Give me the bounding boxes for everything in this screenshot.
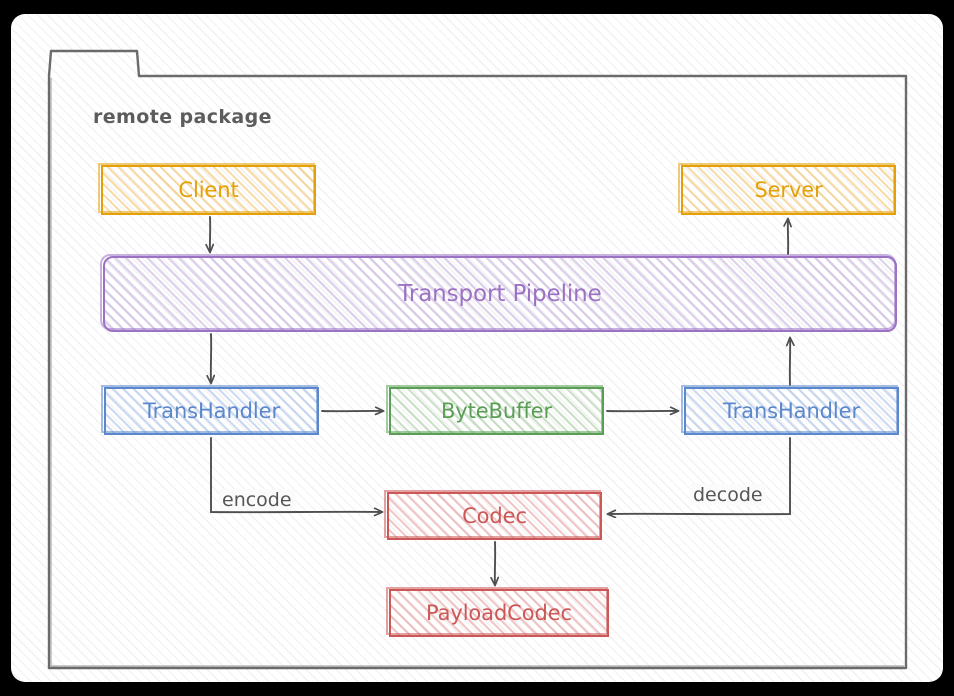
- node-codec[interactable]: Codec: [384, 490, 602, 540]
- node-label: Server: [754, 178, 823, 202]
- node-label: TransHandler: [143, 399, 280, 423]
- node-client[interactable]: Client: [98, 163, 316, 215]
- edge-label-encode: encode: [219, 489, 295, 511]
- diagram-canvas: remote package: [11, 14, 943, 682]
- node-label: TransHandler: [723, 399, 860, 423]
- node-payloadcodec[interactable]: PayloadCodec: [386, 587, 609, 637]
- node-bytebuffer[interactable]: ByteBuffer: [386, 385, 604, 435]
- node-label: ByteBuffer: [440, 399, 553, 423]
- node-server[interactable]: Server: [678, 163, 896, 215]
- node-label: Transport Pipeline: [398, 281, 602, 307]
- package-frame: [47, 48, 908, 670]
- node-label: Client: [178, 178, 239, 202]
- node-label: Codec: [462, 504, 527, 528]
- package-label: remote package: [93, 106, 272, 128]
- node-transhandler-right[interactable]: TransHandler: [681, 385, 899, 435]
- node-transhandler-left[interactable]: TransHandler: [101, 385, 319, 435]
- node-label: PayloadCodec: [425, 601, 572, 625]
- edge-label-decode: decode: [690, 484, 766, 506]
- node-transport-pipeline[interactable]: Transport Pipeline: [100, 254, 897, 332]
